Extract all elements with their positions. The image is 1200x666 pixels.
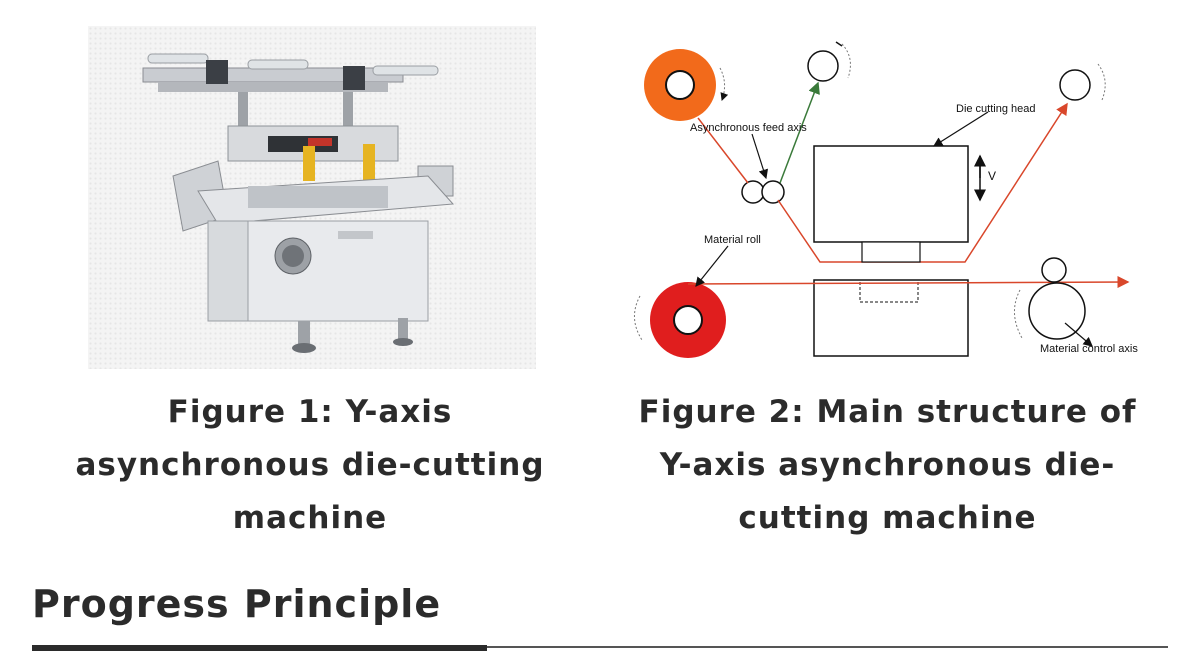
caption-line: cutting machine [738,500,1037,536]
material-control-axis-label: Material control axis [1040,343,1138,355]
section-divider [32,646,1168,648]
figure-1-caption: Figure 1: Y-axis asynchronous die-cuttin… [40,386,580,545]
material-roll-label: Material roll [704,234,761,246]
caption-line: Figure 2: Main structure of [638,394,1137,430]
structure-diagram: V Asynchronous feed axis Die cutting hea… [620,28,1160,368]
feed-axis-roller-right [761,180,785,204]
figure-2-caption: Figure 2: Main structure of Y-axis async… [615,386,1160,545]
feed-axis-roller-left [741,180,765,204]
v-label: V [988,169,996,183]
caption-line: asynchronous die-cutting [75,447,545,483]
die-cutting-head [813,145,969,243]
die-cutting-head-label: Die cutting head [956,103,1036,115]
waste-roller [1059,69,1091,101]
material-control-roller [1028,282,1086,340]
machine-photo [88,26,536,369]
caption-line: Y-axis asynchronous die- [659,447,1116,483]
section-divider-accent [32,645,487,651]
rewind-roller [807,50,839,82]
caption-line: Figure 1: Y-axis [167,394,453,430]
section-heading: Progress Principle [32,582,442,626]
pinch-roller [1041,257,1067,283]
async-feed-axis-label: Asynchronous feed axis [690,122,807,134]
caption-line: machine [232,500,388,536]
die-cutting-machine-illustration [142,53,455,353]
